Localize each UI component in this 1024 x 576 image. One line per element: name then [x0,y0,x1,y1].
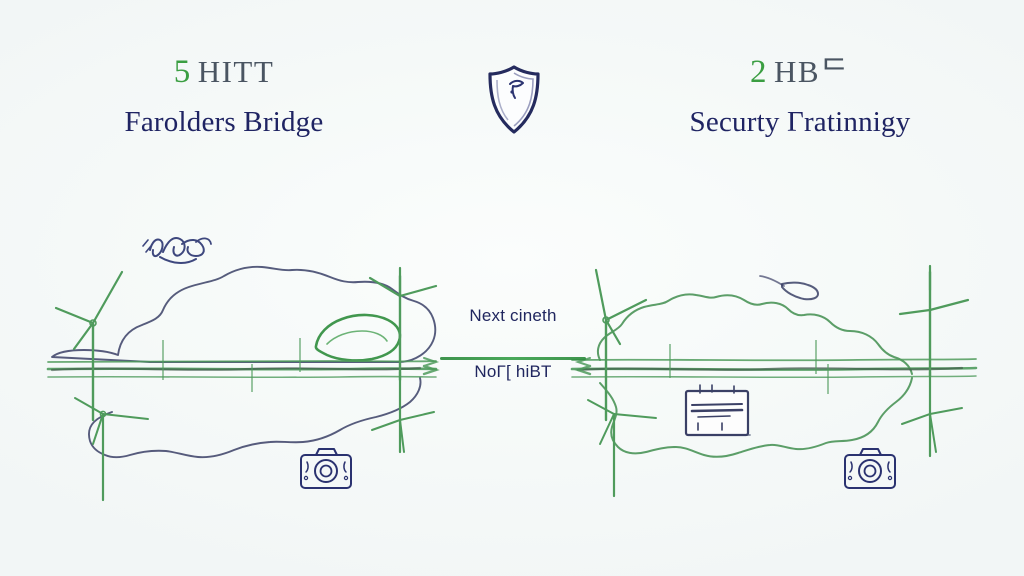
right-panel-title: Securty Γratinnigy [689,106,911,138]
left-panel-sketch [46,237,438,502]
wind-turbine-icon [54,270,124,422]
right-blob-navy-tail [759,275,785,287]
left-rail-shadow [50,366,422,372]
right-panel-kicker-number: 2 [749,54,767,90]
handwritten-scribble [142,237,212,264]
right-panel-sketch [570,264,978,498]
divider-rule [440,357,586,360]
left-leaf-icon [314,313,402,362]
left-rail-band [46,360,438,379]
wind-turbine-icon [898,264,970,378]
wind-turbine-icon [901,370,963,458]
right-blob-navy-accent [781,281,819,301]
camera-icon [844,448,896,489]
wind-turbine-icon [587,399,657,498]
right-rail-posts [669,340,829,394]
right-blob-lower-outline [599,377,913,458]
camera-icon [300,448,352,489]
shield-icon [488,65,540,134]
left-blob-upper-outline [51,265,437,363]
divider-label-top: Next cineth [469,306,557,325]
right-rail-band [570,358,978,379]
wind-turbine-icon [74,397,149,502]
right-blob-upper-outline [596,293,913,375]
left-leaf-inner-vein [326,330,388,345]
shield-icon-wrapper [484,62,544,138]
device-box-icon [684,384,751,437]
wind-turbine-icon [594,268,648,422]
left-panel-kicker-number: 5 [173,54,191,90]
right-rail-shadow [576,366,964,372]
left-rail-posts [162,338,301,392]
center-divider: Next cineth NoΓ[ hiBT [432,306,594,382]
wind-turbine-icon [368,266,438,382]
left-panel-title: Farolders Bridge [124,106,324,138]
divider-label-bottom: NoΓ[ hiBT [474,362,552,381]
left-panel-kicker-tag: HITT [197,54,275,89]
right-panel-kicker-tag: HBᄃ [773,54,851,89]
left-blob-lower-outline [88,377,422,459]
wind-turbine-icon [371,370,435,454]
